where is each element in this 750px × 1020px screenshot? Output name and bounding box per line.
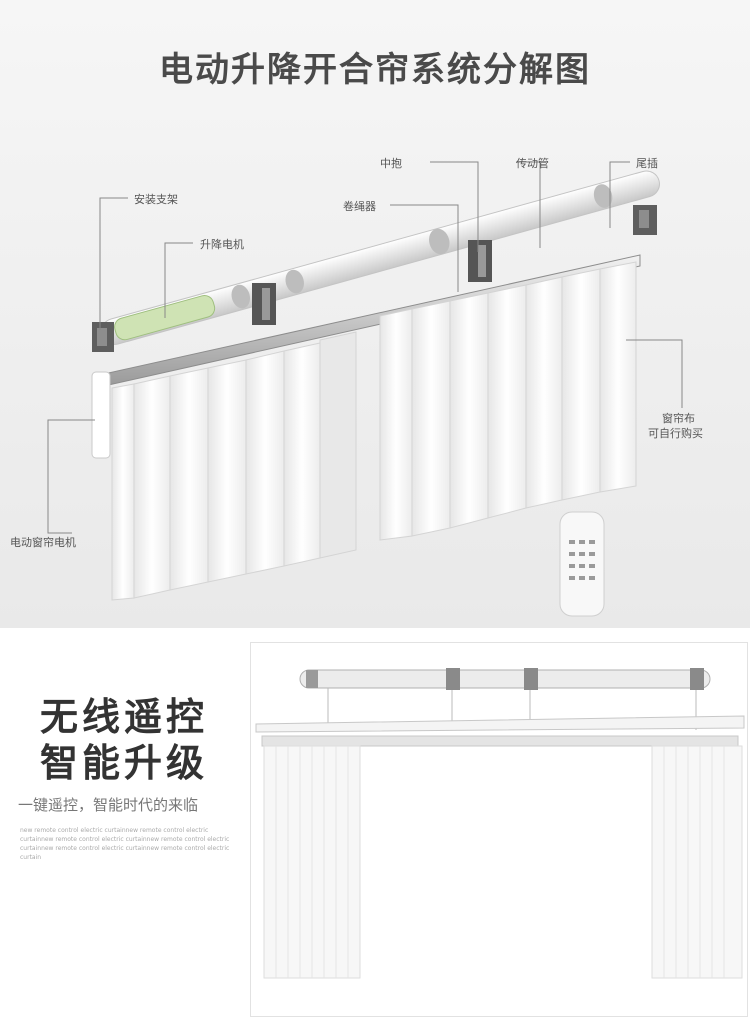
center-hold-2 bbox=[468, 240, 492, 282]
label-curtain-motor: 电动窗帘电机 bbox=[10, 536, 76, 549]
promo-line-2: 智能升级 bbox=[40, 740, 209, 785]
photo-tube bbox=[299, 668, 711, 690]
exploded-diagram bbox=[47, 161, 683, 617]
tail-bracket bbox=[633, 205, 657, 235]
label-bracket: 安装支架 bbox=[134, 193, 178, 206]
label-lift-motor: 升降电机 bbox=[200, 238, 244, 251]
label-tail-plug: 尾插 bbox=[636, 157, 658, 170]
label-center-hold: 中抱 bbox=[380, 157, 402, 170]
curtain-motor bbox=[91, 371, 111, 459]
curtain-fabric bbox=[111, 261, 637, 601]
photo-rail bbox=[255, 715, 745, 747]
remote-control bbox=[559, 511, 605, 617]
promo-fine-print: new remote control electric curtainnew r… bbox=[20, 827, 230, 861]
label-fabric-note: 可自行购买 bbox=[648, 427, 703, 440]
promo-subtitle: 一键遥控，智能时代的来临 bbox=[18, 796, 199, 814]
photo-right-curtain bbox=[651, 745, 743, 979]
left-bracket bbox=[92, 322, 114, 352]
label-drive-tube: 传动管 bbox=[516, 157, 549, 170]
promo-line-1: 无线遥控 bbox=[40, 694, 209, 739]
label-fabric: 窗帘布 bbox=[662, 412, 695, 425]
promo-panel bbox=[0, 628, 750, 1020]
leader-lines bbox=[47, 161, 683, 534]
label-rope-reel: 卷绳器 bbox=[343, 200, 376, 213]
center-hold-1 bbox=[252, 283, 276, 325]
product-photo-frame bbox=[250, 642, 748, 1017]
diagram-title: 电动升降开合帘系统分解图 bbox=[159, 50, 591, 90]
